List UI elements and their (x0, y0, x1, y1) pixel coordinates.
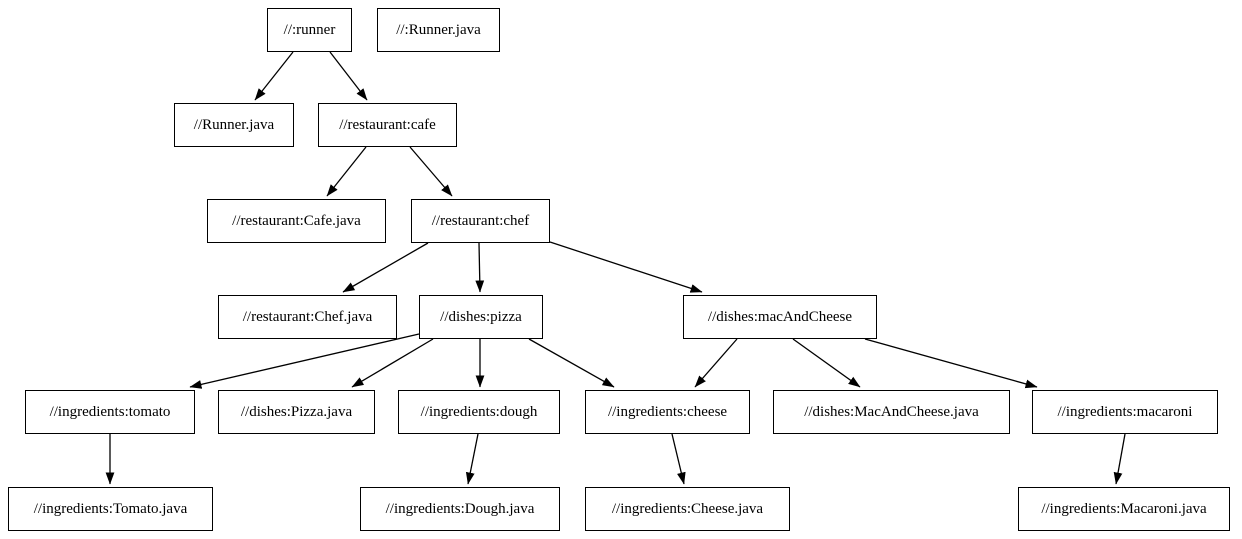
edge-cafe-to-cafe-java (326, 146, 367, 197)
graph-node-macaroni-java: //ingredients:Macaroni.java (1018, 487, 1230, 531)
edge-cheese-to-cheese-java (671, 433, 686, 485)
graph-node-dough: //ingredients:dough (398, 390, 560, 434)
graph-node-tomato-java: //ingredients:Tomato.java (8, 487, 213, 531)
graph-node-pizza-java: //dishes:Pizza.java (218, 390, 375, 434)
graph-node-chef-java: //restaurant:Chef.java (218, 295, 397, 339)
graph-node-pizza: //dishes:pizza (419, 295, 543, 339)
edge-mac-and-cheese-to-cheese (694, 338, 738, 388)
graph-node-runner: //:runner (267, 8, 352, 52)
graph-node-cafe: //restaurant:cafe (318, 103, 457, 147)
edge-chef-to-pizza (475, 242, 485, 293)
graph-node-cheese-java: //ingredients:Cheese.java (585, 487, 790, 531)
edge-runner-to-cafe (329, 51, 368, 101)
graph-node-dough-java: //ingredients:Dough.java (360, 487, 560, 531)
edge-mac-and-cheese-to-mac-and-cheese-java (792, 338, 861, 388)
edge-dough-to-dough-java (465, 433, 479, 485)
edge-cafe-to-chef (409, 146, 453, 197)
edge-pizza-to-pizza-java (351, 338, 434, 388)
graph-node-cafe-java: //restaurant:Cafe.java (207, 199, 386, 243)
graph-node-macaroni: //ingredients:macaroni (1032, 390, 1218, 434)
edge-pizza-to-cheese (528, 338, 615, 388)
graph-node-mac-and-cheese-java: //dishes:MacAndCheese.java (773, 390, 1010, 434)
graph-node-runner-java: //Runner.java (174, 103, 294, 147)
edge-macaroni-to-macaroni-java (1113, 433, 1126, 485)
edge-mac-and-cheese-to-macaroni (864, 338, 1038, 389)
graph-node-runner-java-root: //:Runner.java (377, 8, 500, 52)
graph-node-mac-and-cheese: //dishes:macAndCheese (683, 295, 877, 339)
graph-node-tomato: //ingredients:tomato (25, 390, 195, 434)
edge-runner-to-runner-java (254, 51, 294, 101)
edge-chef-to-mac-and-cheese (549, 241, 703, 293)
graph-node-chef: //restaurant:chef (411, 199, 550, 243)
graph-node-cheese: //ingredients:cheese (585, 390, 750, 434)
edge-chef-to-chef-java (342, 242, 429, 293)
edge-group (105, 51, 1126, 485)
edge-pizza-to-tomato (189, 333, 420, 389)
